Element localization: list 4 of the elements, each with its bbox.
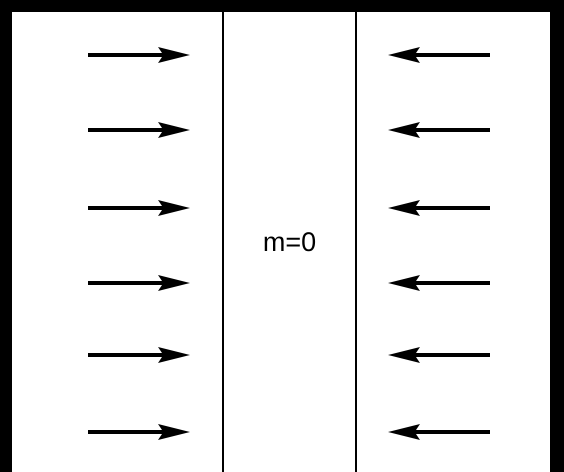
middle-band: [224, 12, 355, 472]
band-label: m=0: [262, 226, 316, 258]
side-band: [357, 12, 550, 472]
side-band: [12, 12, 222, 472]
